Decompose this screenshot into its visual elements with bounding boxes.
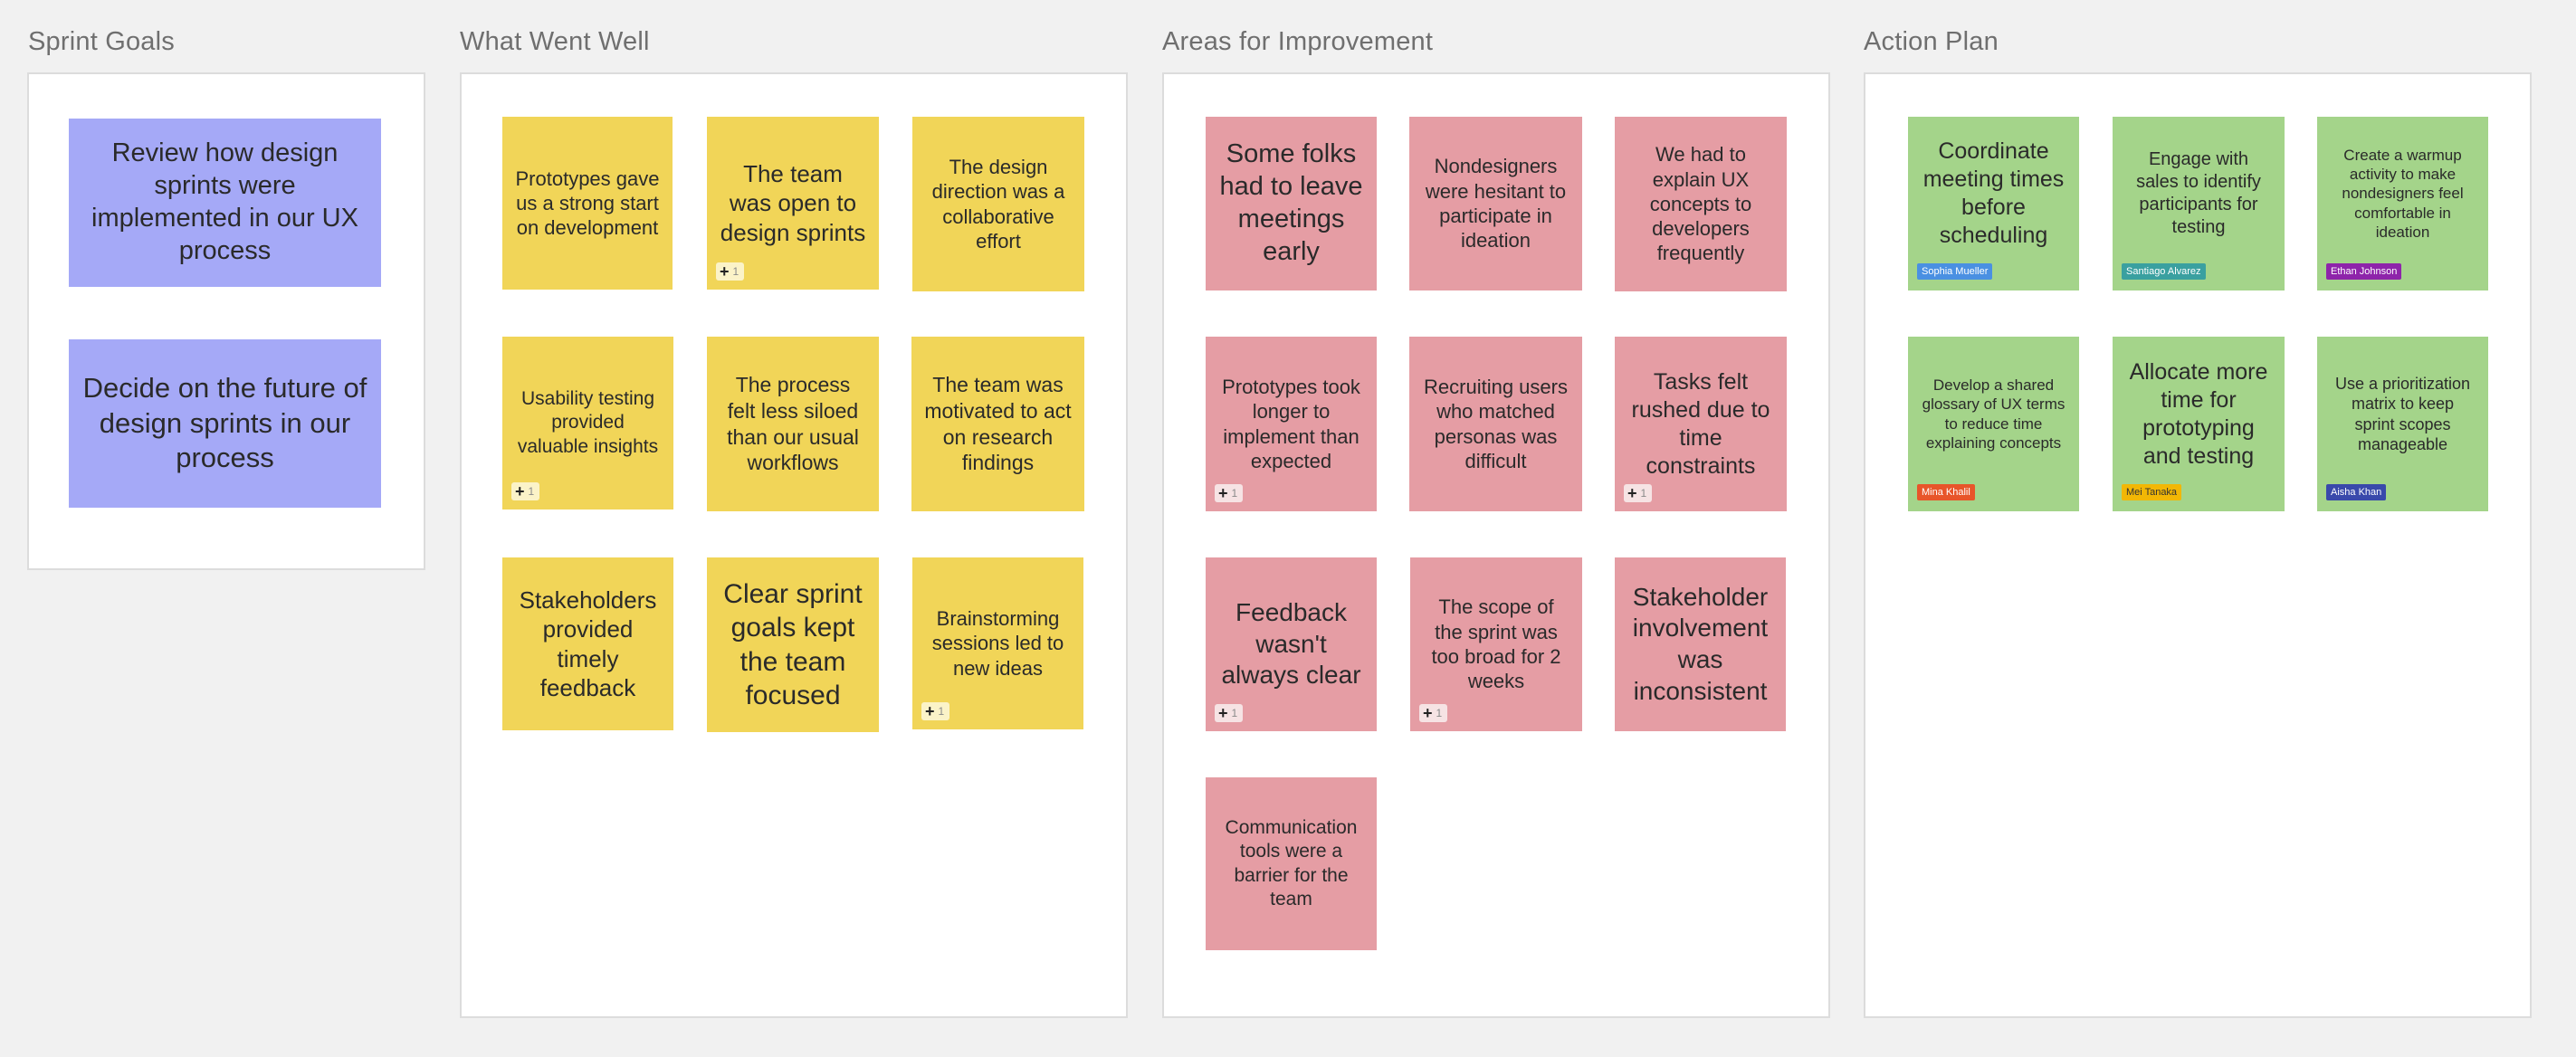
- column-title-what-went-well: What Went Well: [460, 27, 650, 56]
- sticky-note[interactable]: Use a prioritization matrix to keep spri…: [2317, 337, 2488, 511]
- sticky-note[interactable]: The design direction was a collaborative…: [912, 117, 1084, 291]
- sticky-note[interactable]: Coordinate meeting times before scheduli…: [1908, 117, 2079, 290]
- column-title-action-plan: Action Plan: [1864, 27, 1999, 56]
- vote-button[interactable]: +1: [511, 482, 540, 500]
- vote-button[interactable]: +1: [1215, 484, 1244, 502]
- sticky-note[interactable]: Tasks felt rushed due to time constraint…: [1615, 337, 1787, 511]
- plus-icon: +: [1218, 484, 1228, 502]
- sticky-text: Stakeholder involvement was inconsistent: [1632, 582, 1769, 705]
- sticky-text: Some folks had to leave meetings early: [1219, 139, 1363, 266]
- sticky-note[interactable]: Decide on the future of design sprints i…: [69, 339, 381, 508]
- owner-tag[interactable]: Santiago Alvarez: [2122, 263, 2206, 280]
- plus-icon: +: [1627, 484, 1637, 502]
- sticky-note[interactable]: Stakeholders provided timely feedback: [502, 557, 673, 730]
- sticky-note[interactable]: Develop a shared glossary of UX terms to…: [1908, 337, 2079, 511]
- sticky-note[interactable]: We had to explain UX concepts to develop…: [1615, 117, 1787, 291]
- vote-count: 1: [938, 705, 945, 718]
- sticky-note[interactable]: Communication tools were a barrier for t…: [1206, 777, 1377, 950]
- plus-icon: +: [1218, 704, 1228, 722]
- owner-tag[interactable]: Sophia Mueller: [1917, 263, 1993, 280]
- sticky-note[interactable]: Review how design sprints were implement…: [69, 119, 381, 287]
- sticky-text: The process felt less siloed than our us…: [727, 373, 859, 475]
- owner-tag[interactable]: Ethan Johnson: [2326, 263, 2402, 280]
- sticky-note[interactable]: Recruiting users who matched personas wa…: [1409, 337, 1582, 511]
- plus-icon: +: [515, 482, 525, 500]
- sticky-note[interactable]: Allocate more time for prototyping and t…: [2113, 337, 2285, 511]
- vote-button[interactable]: +1: [1419, 704, 1448, 722]
- sticky-text: Usability testing provided valuable insi…: [517, 388, 659, 457]
- vote-count: 1: [528, 485, 535, 498]
- sticky-note[interactable]: The team was open to design sprints +1: [707, 117, 879, 290]
- vote-count: 1: [1231, 707, 1238, 719]
- vote-button[interactable]: +1: [1215, 704, 1244, 722]
- sticky-text: Decide on the future of design sprints i…: [82, 372, 367, 474]
- vote-count: 1: [732, 265, 739, 278]
- sticky-note[interactable]: The team was motivated to act on researc…: [911, 337, 1084, 511]
- vote-button[interactable]: +1: [921, 702, 950, 720]
- sticky-note[interactable]: Usability testing provided valuable insi…: [502, 337, 673, 509]
- sticky-text: The team was open to design sprints: [720, 160, 866, 246]
- sticky-text: Engage with sales to identify participan…: [2136, 149, 2261, 237]
- owner-tag[interactable]: Aisha Khan: [2326, 484, 2387, 500]
- vote-count: 1: [1231, 487, 1238, 500]
- sticky-text: The team was motivated to act on researc…: [924, 373, 1072, 475]
- plus-icon: +: [720, 262, 730, 281]
- sticky-text: Prototypes gave us a strong start on dev…: [515, 167, 660, 240]
- sticky-text: Tasks felt rushed due to time constraint…: [1631, 368, 1770, 479]
- sticky-text: Use a prioritization matrix to keep spri…: [2334, 374, 2471, 453]
- vote-button[interactable]: +1: [1624, 484, 1653, 502]
- sticky-note[interactable]: Stakeholder involvement was inconsistent: [1615, 557, 1786, 731]
- plus-icon: +: [925, 702, 935, 720]
- sticky-note[interactable]: Brainstorming sessions led to new ideas …: [912, 557, 1083, 729]
- vote-button[interactable]: +1: [716, 262, 745, 281]
- sticky-text: Recruiting users who matched personas wa…: [1424, 375, 1568, 472]
- sticky-note[interactable]: Prototypes gave us a strong start on dev…: [502, 117, 673, 290]
- sticky-note[interactable]: Feedback wasn't always clear +1: [1206, 557, 1377, 731]
- owner-tag[interactable]: Mina Khalil: [1917, 484, 1975, 500]
- sticky-note[interactable]: The scope of the sprint was too broad fo…: [1410, 557, 1582, 731]
- column-title-areas-for-improvement: Areas for Improvement: [1162, 27, 1434, 56]
- column-title-sprint-goals: Sprint Goals: [28, 27, 175, 56]
- sticky-note[interactable]: Some folks had to leave meetings early: [1206, 117, 1377, 290]
- owner-tag[interactable]: Mei Tanaka: [2122, 484, 2182, 500]
- sticky-text: Brainstorming sessions led to new ideas: [931, 607, 1064, 680]
- sticky-text: The scope of the sprint was too broad fo…: [1431, 595, 1561, 693]
- sticky-text: Communication tools were a barrier for t…: [1225, 817, 1358, 909]
- sticky-text: Prototypes took longer to implement than…: [1222, 375, 1360, 472]
- plus-icon: +: [1423, 704, 1433, 722]
- sticky-note[interactable]: Prototypes took longer to implement than…: [1206, 337, 1377, 511]
- sticky-text: Coordinate meeting times before scheduli…: [1922, 138, 2065, 248]
- vote-count: 1: [1640, 487, 1647, 500]
- sticky-text: Create a warmup activity to make nondesi…: [2342, 147, 2464, 241]
- vote-count: 1: [1436, 707, 1443, 719]
- sticky-text: Develop a shared glossary of UX terms to…: [1922, 376, 2066, 452]
- sticky-text: Allocate more time for prototyping and t…: [2129, 358, 2268, 469]
- sticky-note[interactable]: Engage with sales to identify participan…: [2113, 117, 2285, 290]
- sticky-text: Feedback wasn't always clear: [1221, 597, 1361, 690]
- sticky-text: We had to explain UX concepts to develop…: [1649, 143, 1752, 265]
- sticky-note[interactable]: The process felt less siloed than our us…: [707, 337, 879, 511]
- sticky-note[interactable]: Clear sprint goals kept the team focused: [707, 557, 879, 732]
- sticky-note[interactable]: Nondesigners were hesitant to participat…: [1409, 117, 1582, 290]
- sticky-text: The design direction was a collaborative…: [931, 155, 1065, 252]
- sticky-text: Stakeholders provided timely feedback: [519, 586, 657, 701]
- sticky-text: Review how design sprints were implement…: [91, 138, 358, 265]
- sticky-text: Nondesigners were hesitant to participat…: [1425, 155, 1567, 252]
- sticky-text: Clear sprint goals kept the team focused: [723, 579, 863, 710]
- sticky-note[interactable]: Create a warmup activity to make nondesi…: [2317, 117, 2488, 290]
